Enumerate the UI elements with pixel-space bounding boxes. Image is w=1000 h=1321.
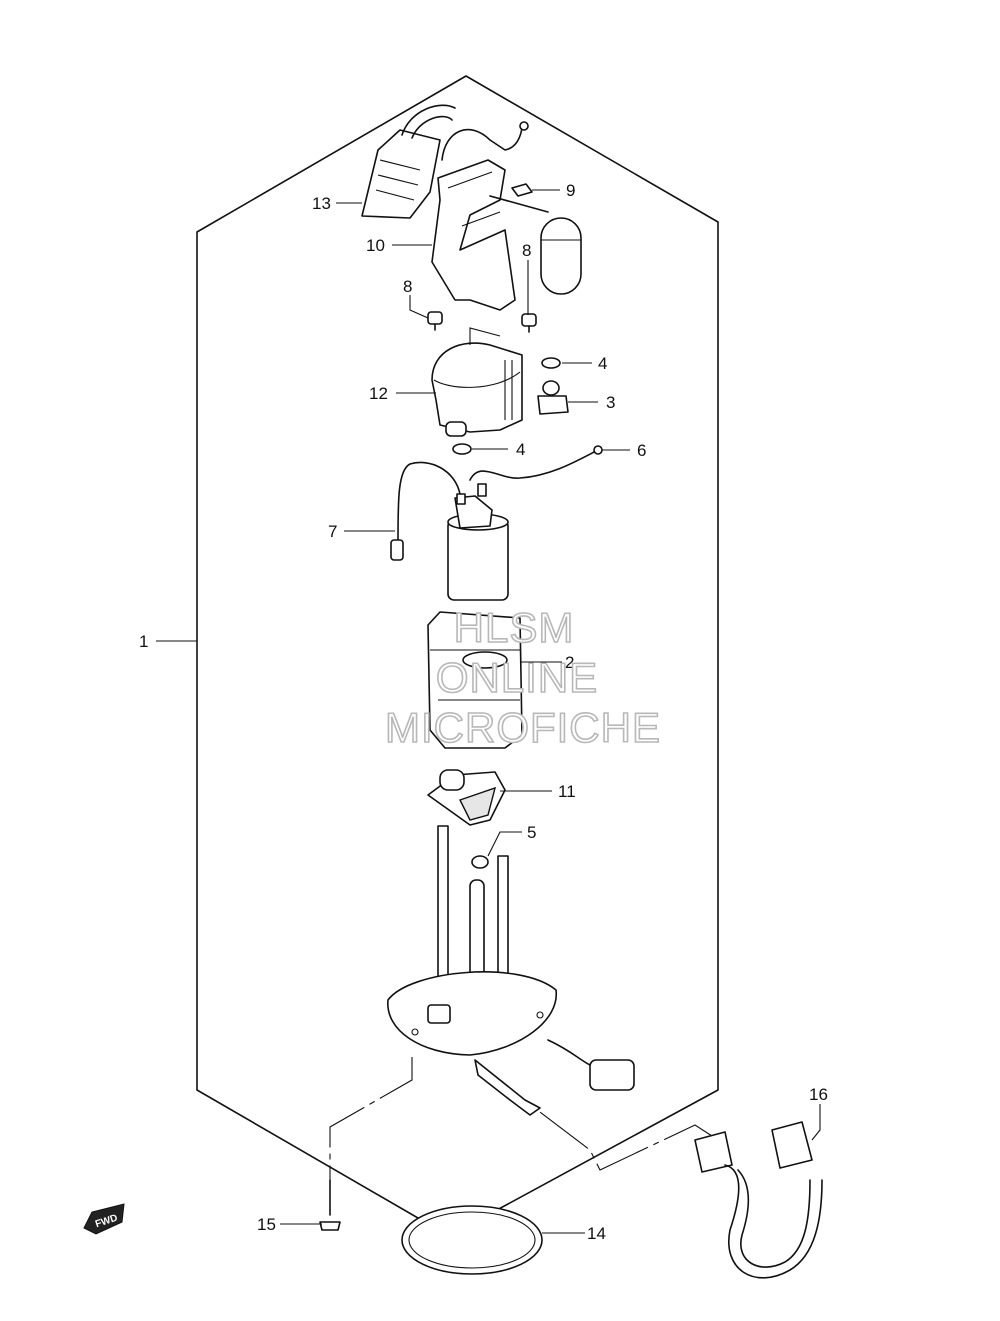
dashed-leader-15 bbox=[329, 1057, 413, 1180]
part-9-clip bbox=[511, 183, 533, 197]
callout-16: 16 bbox=[809, 1085, 828, 1104]
callout-12: 12 bbox=[369, 384, 388, 403]
callout-8-left: 8 bbox=[403, 277, 412, 296]
part-8-bolt-right bbox=[521, 313, 537, 333]
part-7-wire bbox=[397, 461, 461, 541]
callout-14: 14 bbox=[587, 1224, 606, 1243]
part-2-pump-holder bbox=[427, 611, 523, 749]
callout-3: 3 bbox=[606, 393, 615, 412]
part-14-gasket bbox=[401, 1205, 543, 1275]
callout-4-lower: 4 bbox=[516, 440, 525, 459]
watermark: HLSM ONLINE MICROFICHE bbox=[384, 603, 661, 752]
callout-1: 1 bbox=[139, 632, 148, 651]
callout-11: 11 bbox=[558, 782, 576, 801]
mounting-base bbox=[387, 825, 635, 1116]
part-11-filter bbox=[427, 769, 506, 826]
part-15-screw bbox=[319, 1179, 341, 1231]
leader-lines bbox=[156, 189, 821, 1234]
part-16-fuel-hose bbox=[694, 1121, 823, 1279]
assembly-outline bbox=[196, 75, 719, 1237]
callout-10: 10 bbox=[366, 236, 385, 255]
part-5-ring bbox=[471, 855, 489, 869]
part-3-valve bbox=[537, 380, 569, 415]
fwd-arrow-icon: FWD bbox=[83, 1203, 125, 1235]
part-6-wire bbox=[469, 450, 597, 481]
float-assembly bbox=[489, 195, 582, 295]
fuel-pump-motor bbox=[447, 483, 509, 601]
part-4-oring-upper bbox=[541, 357, 561, 369]
watermark-line-3: MICROFICHE bbox=[385, 704, 661, 751]
callout-6: 6 bbox=[637, 441, 646, 460]
callout-7: 7 bbox=[328, 522, 337, 541]
callout-8-right: 8 bbox=[522, 241, 531, 260]
callout-15: 15 bbox=[257, 1215, 276, 1234]
part-13-bracket bbox=[361, 104, 456, 219]
callout-9: 9 bbox=[566, 181, 575, 200]
callout-4-upper: 4 bbox=[598, 354, 607, 373]
part-4-oring-lower bbox=[452, 443, 472, 455]
callout-5: 5 bbox=[527, 823, 536, 842]
part-8-bolt-left bbox=[427, 311, 443, 331]
callout-13: 13 bbox=[312, 194, 331, 213]
part-10-sender-bracket bbox=[431, 121, 529, 311]
dashed-leader-16 bbox=[477, 1064, 713, 1171]
part-12-housing bbox=[431, 327, 523, 437]
callout-2: 2 bbox=[565, 653, 574, 672]
watermark-line-1: HLSM bbox=[454, 604, 575, 651]
watermark-line-2: ONLINE bbox=[436, 654, 598, 701]
